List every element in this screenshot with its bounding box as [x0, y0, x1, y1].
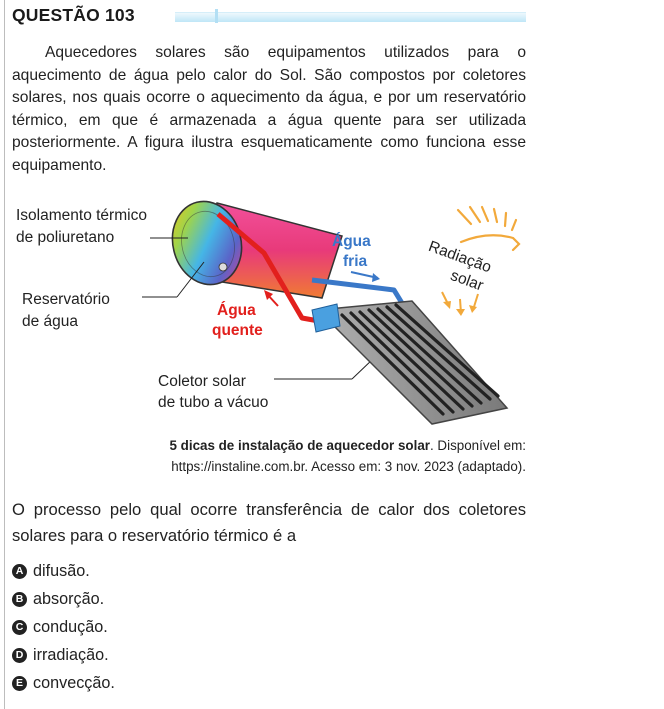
question-stem: O processo pelo qual ocorre transferênci… — [12, 500, 526, 545]
label-hot-water-1: Água — [217, 302, 256, 319]
label-collector-1: Coletor solar — [158, 373, 246, 390]
label-reservoir-1: Reservatório — [22, 291, 110, 308]
passage-text: Aquecedores solares são equipamentos uti… — [12, 44, 526, 174]
option-b-text: absorção. — [33, 589, 105, 608]
question-header: QUESTÃO 103 — [12, 5, 526, 27]
source-title: 5 dicas de instalação de aquecedor solar — [169, 438, 430, 453]
solar-heater-figure: Isolamento térmico de poliuretano Reserv… — [12, 198, 528, 430]
header-bar-accent — [215, 9, 218, 23]
label-cold-water-1: Água — [332, 233, 371, 250]
option-a-badge-icon: A — [12, 563, 27, 579]
label-collector-2: de tubo a vácuo — [158, 394, 269, 411]
label-cold-water-2: fria — [343, 253, 368, 270]
option-d-badge-icon: D — [12, 647, 27, 663]
figure-source: 5 dicas de instalação de aquecedor solar… — [12, 436, 527, 477]
option-a-text: difusão. — [33, 561, 90, 580]
header-decorative-bar — [175, 12, 526, 22]
source-rest-2: https://instaline.com.br. Acesso em: 3 n… — [171, 458, 526, 474]
option-c-badge-icon: C — [12, 619, 27, 635]
source-rest-1: . Disponível em: — [429, 438, 526, 453]
option-b-badge-icon: B — [12, 591, 27, 607]
label-insulation-1: Isolamento térmico — [16, 207, 147, 224]
passage-paragraph: Aquecedores solares são equipamentos uti… — [12, 42, 526, 178]
option-d-text: irradiação. — [33, 645, 109, 664]
option-e-text: convecção. — [33, 673, 115, 692]
solar-heater-illustration — [142, 200, 521, 425]
label-reservoir-2: de água — [22, 313, 79, 330]
question-number: QUESTÃO 103 — [12, 5, 135, 25]
option-e-badge-icon: E — [12, 675, 27, 691]
option-c-text: condução. — [33, 617, 108, 636]
label-hot-water-2: quente — [212, 322, 263, 339]
left-margin-rule — [4, 0, 5, 709]
label-insulation-2: de poliuretano — [16, 229, 115, 246]
